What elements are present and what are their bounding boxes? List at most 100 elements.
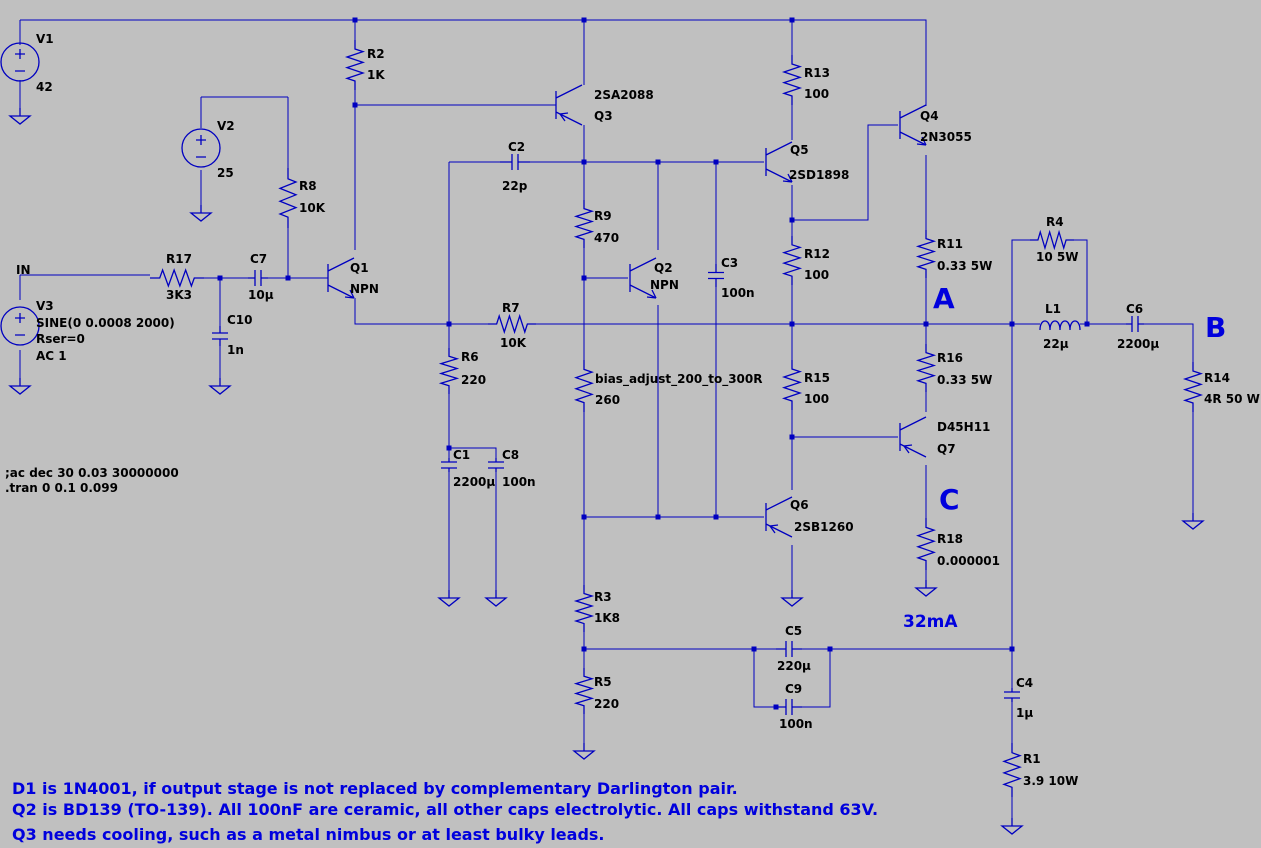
label-Q7-value: D45H11	[937, 420, 990, 434]
label-Q5-name: Q5	[790, 143, 809, 157]
label-L1-value: 22µ	[1043, 337, 1069, 351]
label-R15-value: 100	[804, 392, 829, 406]
label-Q3-value: 2SA2088	[594, 88, 654, 102]
label-R14-name: R14	[1204, 371, 1230, 385]
junction-dot	[751, 646, 757, 652]
wire	[800, 649, 831, 708]
label-C2-value: 22p	[502, 179, 528, 193]
resistor-R17	[150, 268, 204, 288]
label-R2-name: R2	[367, 47, 385, 61]
label-R12-name: R12	[804, 247, 830, 261]
wires	[19, 19, 1194, 820]
label-V1-name: V1	[36, 32, 54, 46]
junction-dot	[217, 275, 223, 281]
spice-directive-ac: ;ac dec 30 0.03 30000000	[5, 466, 179, 480]
ground-symbol	[437, 590, 461, 607]
capacitor-C6	[1126, 316, 1144, 332]
junction-dot	[789, 17, 795, 23]
label-C1-value: 2200µ	[453, 475, 495, 489]
note-line-1: D1 is 1N4001, if output stage is not rep…	[12, 779, 738, 798]
label-R6-value: 220	[461, 373, 486, 387]
capacitor-C5	[776, 641, 802, 657]
label-Q5-value: 2SD1898	[789, 168, 849, 182]
label-R18-name: R18	[937, 532, 963, 546]
voltage-source-V1-polarity	[15, 49, 25, 72]
label-R7-value: 10K	[500, 336, 527, 350]
label-V3-line3: AC 1	[36, 349, 67, 363]
resistor-R6	[438, 348, 460, 394]
junction-dot	[655, 514, 661, 520]
resistor-R16	[915, 344, 937, 392]
label-R2-value: 1K	[367, 68, 385, 82]
resistor-R9	[573, 200, 595, 248]
junction-dot	[1009, 646, 1015, 652]
label-V3-line1: SINE(0 0.0008 2000)	[36, 316, 175, 330]
junction-dot	[789, 217, 795, 223]
wire	[354, 298, 490, 325]
capacitor-C1	[441, 458, 457, 472]
junction-dot	[655, 159, 661, 165]
voltage-source-V2	[181, 128, 221, 168]
ground-symbol	[8, 108, 32, 125]
label-R17-name: R17	[166, 252, 192, 266]
transistor-Q5	[765, 141, 793, 183]
label-R5-value: 220	[594, 697, 619, 711]
junction-dot	[581, 17, 587, 23]
transistor-Q6	[765, 496, 793, 538]
transistor-Q1-arrow	[344, 289, 355, 299]
junction-dot	[581, 514, 587, 520]
components	[0, 40, 1205, 835]
capacitor-C2	[500, 154, 530, 170]
label-C9-value: 100n	[779, 717, 813, 731]
label-Q2-name: Q2	[654, 261, 673, 275]
label-V3-line2: Rser=0	[36, 332, 85, 346]
label-V2-name: V2	[217, 119, 235, 133]
junction-dot	[789, 321, 795, 327]
label-C7-value: 10µ	[248, 288, 274, 302]
junctions	[217, 17, 1090, 710]
wire	[792, 124, 898, 221]
label-R6-name: R6	[461, 350, 479, 364]
capacitor-C3	[708, 264, 724, 287]
resistor-R15	[781, 360, 803, 410]
capacitor-C4	[1004, 688, 1020, 702]
ground-symbol	[780, 590, 804, 607]
transistor-Q7-arrow	[903, 444, 913, 454]
label-R5-name: R5	[594, 675, 612, 689]
resistor-R18	[916, 518, 936, 570]
label-R7-name: R7	[502, 301, 520, 315]
transistor-Q6-arrow	[769, 524, 779, 534]
label-Q6-name: Q6	[790, 498, 809, 512]
junction-dot	[285, 275, 291, 281]
resistor-R11	[915, 230, 937, 278]
label-C8-value: 100n	[502, 475, 536, 489]
label-R1-value: 3.9 10W	[1023, 774, 1078, 788]
resistor-R3	[573, 585, 595, 632]
ground-symbol	[189, 205, 213, 222]
label-R3-value: 1K8	[594, 611, 620, 625]
wire	[1142, 323, 1194, 365]
junction-dot	[352, 102, 358, 108]
junction-dot	[1009, 321, 1015, 327]
label-C6-value: 2200µ	[1117, 337, 1159, 351]
net-label-in: IN	[16, 263, 31, 277]
ground-symbol	[1000, 818, 1024, 835]
label-C10-name: C10	[227, 313, 253, 327]
label-R13-value: 100	[804, 87, 829, 101]
capacitor-C7	[248, 270, 268, 286]
label-R8-name: R8	[299, 179, 317, 193]
transistor-Q2	[629, 257, 657, 299]
label-R4-value: 10 5W	[1036, 250, 1078, 264]
resistor-R2	[344, 40, 366, 90]
probe-label-b: B	[1205, 311, 1226, 344]
label-Q2-value: NPN	[650, 278, 679, 292]
labels: V1 42 V2 25 V3 SINE(0 0.0008 2000) Rser=…	[5, 32, 1260, 844]
voltage-source-V3	[0, 306, 40, 346]
capacitor-C8	[488, 458, 504, 472]
junction-dot	[446, 445, 452, 451]
label-R1-name: R1	[1023, 752, 1041, 766]
resistor-R13	[781, 55, 803, 105]
label-R9-value: 470	[594, 231, 619, 245]
label-Q7-name: Q7	[937, 442, 956, 456]
